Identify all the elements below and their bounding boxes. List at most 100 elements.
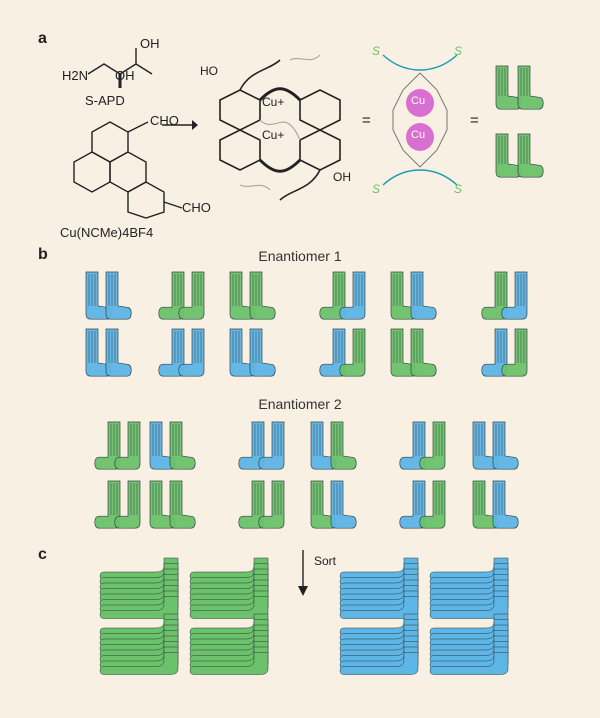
sock-stack-7	[339, 613, 419, 675]
sock-stack-5	[339, 557, 419, 619]
sock-stack-1	[99, 557, 179, 619]
helicate-complex	[219, 54, 341, 201]
ring-cu-label-2: Cu	[411, 129, 426, 141]
sock-b	[410, 328, 437, 377]
sock-b	[114, 421, 141, 470]
sock-stack-3	[99, 613, 179, 675]
panel-letter-b: b	[38, 246, 48, 263]
sock-pair-r1-c2	[158, 271, 205, 320]
ring-s-label-4: S	[454, 182, 463, 196]
sock-b	[169, 421, 196, 470]
cu-ring-diagram	[382, 54, 458, 186]
cu-ion-lower: Cu+	[262, 128, 285, 142]
cu-sphere-lower	[406, 123, 434, 151]
cu-ion-upper: Cu+	[262, 95, 285, 109]
sock-b	[339, 328, 366, 377]
sock-left	[495, 65, 522, 110]
cho-label-1: CHO	[150, 113, 179, 128]
cho-label-2: CHO	[182, 200, 211, 215]
sock-pair-r2-c4	[319, 328, 366, 377]
enantiomer-1-title: Enantiomer 1	[258, 248, 342, 264]
sock-b	[330, 421, 357, 470]
sock-b	[501, 328, 528, 377]
sock-a	[94, 421, 121, 470]
sock-pair-r1-c3	[229, 271, 276, 320]
ring-s-label-2: S	[454, 44, 463, 58]
ring-s-label-1: S	[372, 44, 381, 58]
sock-pair-r3-c4	[310, 421, 357, 470]
panel-a-sock-pair-1	[495, 65, 544, 110]
stacked-sock	[189, 652, 269, 675]
complex-ho-label: HO	[200, 64, 218, 78]
sock-pair-r3-c5	[399, 421, 446, 470]
sock-left	[495, 133, 522, 178]
equals-sign-2: =	[470, 112, 479, 129]
sock-b	[178, 271, 205, 320]
stacked-sock	[99, 652, 179, 675]
sort-arrow	[298, 550, 308, 596]
sock-b	[492, 480, 519, 529]
sock-b	[419, 480, 446, 529]
sock-pair-r4-c2	[149, 480, 196, 529]
ring-s-label-3: S	[372, 182, 381, 196]
sock-pair-r4-c4	[310, 480, 357, 529]
sock-pair-r1-c4	[319, 271, 366, 320]
sock-pair-r1-c1	[85, 271, 132, 320]
s-apd-name: S-APD	[85, 93, 125, 108]
oh-label-1: OH	[140, 36, 160, 51]
s-apd-structure	[87, 48, 153, 88]
equals-sign-1: =	[362, 112, 371, 129]
enantiomer-2-title: Enantiomer 2	[258, 396, 342, 412]
sock-b	[114, 480, 141, 529]
reaction-arrow	[162, 120, 198, 130]
oh-label-2: OH	[115, 68, 135, 83]
stacked-sock	[339, 652, 419, 675]
sock-pair-r4-c3	[238, 480, 285, 529]
sock-b	[249, 271, 276, 320]
panel-letter-c: c	[38, 546, 47, 563]
sock-pair-r2-c3	[229, 328, 276, 377]
sock-b	[492, 421, 519, 470]
sock-stack-4	[189, 613, 269, 675]
sock-pair-r4-c6	[472, 480, 519, 529]
amine-label: H2N	[62, 68, 89, 83]
copper-reagent-name: Cu(NCMe)4BF4	[60, 225, 154, 240]
sort-label: Sort	[314, 554, 337, 568]
sock-pair-r2-c1	[85, 328, 132, 377]
sock-pair-r2-c6	[481, 328, 528, 377]
sock-b	[105, 271, 132, 320]
phen-dicho-structure	[73, 121, 183, 219]
sock-pair-r1-c6	[481, 271, 528, 320]
sock-pair-r3-c2	[149, 421, 196, 470]
ring-cu-label-1: Cu	[411, 95, 426, 107]
sock-b	[410, 271, 437, 320]
sock-b	[178, 328, 205, 377]
sock-b	[105, 328, 132, 377]
sock-pair-r2-c2	[158, 328, 205, 377]
sock-b	[339, 271, 366, 320]
complex-oh-label: OH	[333, 170, 351, 184]
sock-pair-r1-c5	[390, 271, 437, 320]
sock-b	[330, 480, 357, 529]
sock-b	[501, 271, 528, 320]
sock-a	[158, 328, 185, 377]
sock-stack-6	[429, 557, 509, 619]
sock-pair-r2-c5	[390, 328, 437, 377]
sock-pair-r4-c5	[399, 480, 446, 529]
sock-b	[419, 421, 446, 470]
sock-stack-8	[429, 613, 509, 675]
stacked-sock	[429, 652, 509, 675]
sock-b	[258, 480, 285, 529]
sock-pair-r3-c3	[238, 421, 285, 470]
sock-stack-2	[189, 557, 269, 619]
sock-pair-r3-c6	[472, 421, 519, 470]
cu-sphere-upper	[406, 89, 434, 117]
sock-right	[517, 133, 544, 178]
panel-a-sock-pair-2	[495, 133, 544, 178]
panel-letter-a: a	[38, 30, 47, 47]
sock-b	[169, 480, 196, 529]
sock-pair-r3-c1	[94, 421, 141, 470]
sock-right	[517, 65, 544, 110]
sock-b	[258, 421, 285, 470]
sock-pair-r4-c1	[94, 480, 141, 529]
